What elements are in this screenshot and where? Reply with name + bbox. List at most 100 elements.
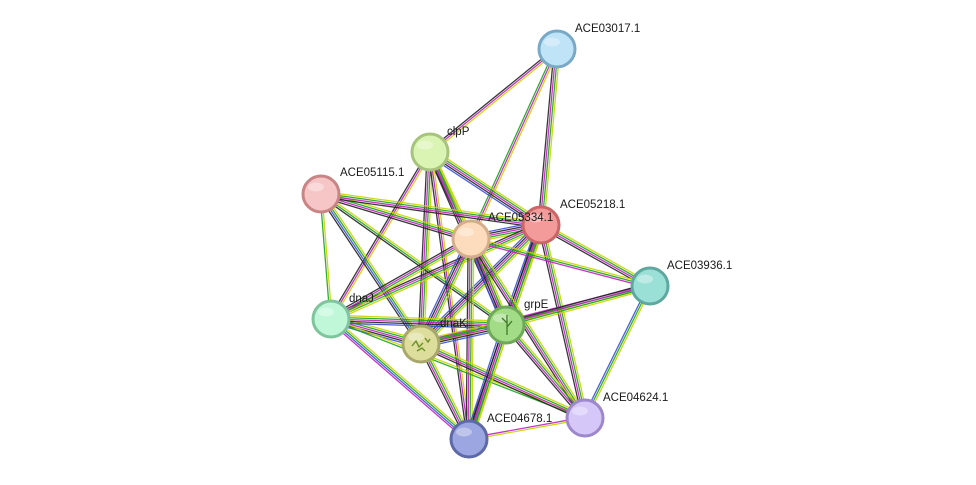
node-circle[interactable] — [565, 398, 605, 438]
edge-evidence-yellow — [472, 49, 560, 241]
edge-evidence-yellow — [472, 236, 589, 418]
edge-evidence-black — [319, 196, 542, 229]
node-circle[interactable] — [311, 299, 351, 339]
node-highlight — [458, 227, 474, 237]
node-ace05218-1[interactable]: ACE05218.1 — [521, 199, 625, 245]
edge-grpe-ace04624-1[interactable] — [503, 322, 588, 421]
node-dnaj[interactable]: dnaJ — [311, 293, 374, 339]
edge-evidence-black — [417, 151, 428, 345]
edge-grpe-ace04678-1[interactable] — [464, 323, 511, 441]
node-clpp[interactable]: clpP — [410, 126, 470, 172]
node-circle[interactable] — [449, 419, 489, 459]
edge-evidence-yellow — [321, 193, 333, 320]
node-ace05115-1[interactable]: ACE05115.1 — [301, 167, 404, 214]
edge-dnaj-ace04678-1[interactable] — [328, 316, 472, 442]
edge-evidence-yellow — [543, 223, 589, 419]
edge-evidence-green — [471, 237, 587, 419]
node-grpe[interactable]: grpE — [486, 299, 549, 345]
node-ace04678-1[interactable]: ACE04678.1 — [449, 413, 552, 459]
edge-evidence-black — [319, 196, 471, 243]
edge-evidence-yellow — [423, 239, 476, 347]
edge-evidence-purple — [469, 240, 651, 289]
edge-ace05115-1-dnaj[interactable] — [319, 193, 333, 320]
edge-clpp-dnak[interactable] — [417, 151, 434, 345]
edge-dnak-ace04624-1[interactable] — [419, 340, 587, 422]
edge-evidence-black — [428, 46, 557, 152]
edge-evidence-yellow — [431, 151, 472, 440]
node-ace05334-1[interactable]: ACE05334.1 — [451, 212, 553, 259]
edge-evidence-green — [420, 342, 587, 418]
edge-ace05334-1-dnaj[interactable] — [328, 235, 474, 323]
node-highlight — [572, 406, 588, 416]
edge-evidence-blue — [427, 154, 540, 229]
node-highlight — [544, 37, 560, 47]
edge-evidence-green — [330, 225, 543, 321]
node-circle[interactable] — [537, 29, 577, 69]
edge-ace03017-1-ace05218-1[interactable] — [537, 48, 561, 226]
edge-evidence-yellow — [541, 221, 653, 285]
edge-evidence-green — [319, 193, 331, 320]
edge-evidence-green — [320, 192, 542, 225]
edge-ace03936-1-ace04624-1[interactable] — [582, 284, 653, 420]
edge-evidence-green — [421, 225, 543, 347]
edge-evidence-blue — [417, 221, 539, 342]
edge-ace05115-1-ace05218-1[interactable] — [319, 190, 543, 229]
edge-evidence-yellow — [471, 238, 475, 440]
edge-ace04624-1-ace04678-1[interactable] — [468, 416, 586, 441]
edge-ace03017-1-clpp[interactable] — [428, 46, 559, 155]
node-highlight — [417, 140, 433, 150]
protein-structure-icon — [501, 315, 513, 335]
edge-evidence-blue — [582, 284, 649, 418]
edge-ace05334-1-ace04678-1[interactable] — [465, 238, 475, 440]
edge-ace05115-1-grpe[interactable] — [319, 191, 508, 328]
edge-evidence-purple — [429, 151, 470, 440]
node-ace03017-1[interactable]: ACE03017.1 — [537, 23, 640, 69]
edge-evidence-yellow — [330, 314, 507, 322]
edge-evidence-black — [465, 238, 469, 440]
node-highlight — [637, 274, 653, 284]
node-label: grpE — [524, 299, 549, 311]
edge-evidence-black — [428, 152, 541, 228]
node-circle[interactable] — [410, 132, 450, 172]
edge-evidence-yellow — [543, 48, 561, 226]
edge-ace05334-1-ace04624-1[interactable] — [467, 236, 589, 421]
edge-ace03017-1-ace05334-1[interactable] — [468, 47, 560, 241]
edge-evidence-green — [584, 285, 651, 419]
node-highlight — [318, 307, 334, 317]
node-circle[interactable] — [521, 205, 561, 245]
node-label: clpP — [447, 126, 470, 138]
edge-evidence-purple — [320, 194, 472, 241]
edge-evidence-purple — [329, 237, 472, 319]
edge-evidence-yellow — [470, 236, 652, 285]
edge-ace03936-1-grpe[interactable] — [504, 282, 652, 329]
edge-evidence-yellow — [507, 322, 588, 417]
edge-evidence-purple — [505, 284, 651, 325]
edge-evidence-purple — [469, 238, 585, 420]
node-circle[interactable] — [451, 219, 491, 259]
edge-evidence-green — [506, 323, 587, 419]
node-circle[interactable] — [486, 305, 526, 345]
edge-evidence-black — [503, 326, 584, 421]
edge-clpp-ace05218-1[interactable] — [427, 148, 544, 229]
edge-evidence-black — [466, 323, 505, 440]
edge-evidence-green — [540, 223, 652, 286]
edge-evidence-black — [537, 224, 583, 420]
edge-evidence-green — [330, 317, 471, 439]
node-circle[interactable] — [301, 174, 341, 214]
node-highlight — [528, 213, 544, 223]
edge-evidence-green — [421, 151, 432, 345]
edge-evidence-green — [470, 324, 509, 441]
node-circle[interactable] — [401, 324, 441, 364]
node-ace03936-1[interactable]: ACE03936.1 — [630, 260, 732, 306]
node-circle[interactable] — [630, 266, 670, 306]
node-dnak[interactable]: dnaK — [401, 318, 467, 364]
edge-evidence-black — [467, 239, 584, 421]
node-ace04624-1[interactable]: ACE04624.1 — [565, 392, 668, 438]
edge-evidence-purple — [470, 48, 558, 240]
node-label: dnaK — [440, 318, 467, 330]
edge-evidence-yellow — [471, 325, 511, 441]
edge-ace05334-1-ace03936-1[interactable] — [469, 236, 652, 289]
edge-evidence-yellow — [321, 191, 508, 325]
node-highlight — [408, 332, 424, 342]
node-label: ACE03936.1 — [667, 260, 732, 272]
